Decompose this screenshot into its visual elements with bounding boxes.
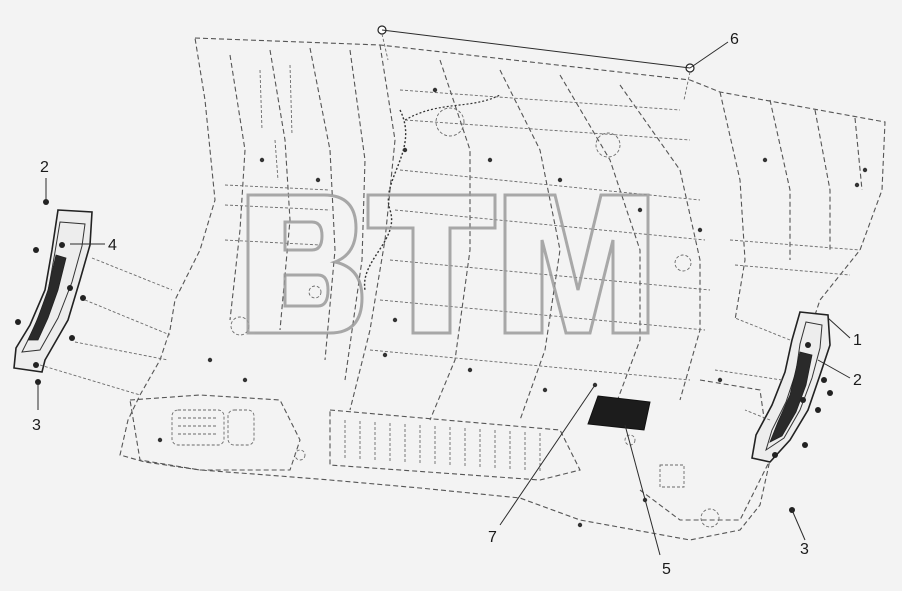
callout-7: 7 [488, 529, 497, 546]
left-connector-lines [39, 257, 173, 396]
leader-lines [37, 41, 851, 556]
callout-5: 5 [662, 561, 671, 578]
callout-2-left: 2 [40, 159, 49, 176]
callouts: 1 2 2 3 3 4 5 6 7 [32, 31, 862, 578]
callout-1: 1 [853, 332, 862, 349]
floor-panel [119, 37, 886, 541]
callout-3-left: 3 [32, 417, 41, 434]
left-fasteners [15, 199, 86, 385]
sound-pad [587, 395, 651, 431]
right-connector-lines [714, 317, 791, 421]
callout-4: 4 [108, 237, 117, 254]
watermark-logo [246, 193, 650, 335]
plugs [377, 25, 695, 101]
callout-3-right: 3 [800, 541, 809, 558]
right-floor-mat [751, 311, 831, 463]
callout-6: 6 [730, 31, 739, 48]
callout-2-right: 2 [853, 372, 862, 389]
left-floor-mat [13, 209, 93, 373]
